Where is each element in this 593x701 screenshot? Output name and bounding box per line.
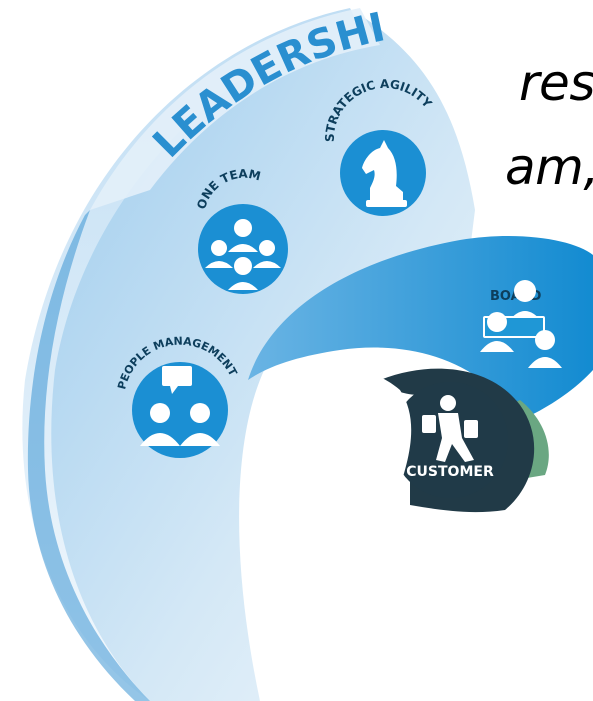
- chess-knight-icon: [362, 140, 407, 207]
- people-management-node: [132, 362, 228, 458]
- text-fragment-top: res: [519, 54, 593, 112]
- one-team-node: [198, 204, 288, 294]
- board-members-icon: [480, 280, 562, 368]
- team-group-icon: [205, 219, 281, 290]
- leadership-band: [90, 8, 380, 210]
- leadership-band-edge: [27, 210, 151, 701]
- strategic-agility-node: [340, 130, 426, 216]
- text-fragment-bottom: am,: [505, 138, 593, 196]
- speech-bubble-people-icon: [140, 366, 220, 446]
- customer-shopping-icon: [422, 395, 478, 462]
- customer-node: CUSTOMER: [392, 382, 508, 498]
- board-band: [248, 235, 593, 420]
- inner-cutout: [254, 364, 412, 701]
- customer-label: CUSTOMER: [406, 464, 494, 480]
